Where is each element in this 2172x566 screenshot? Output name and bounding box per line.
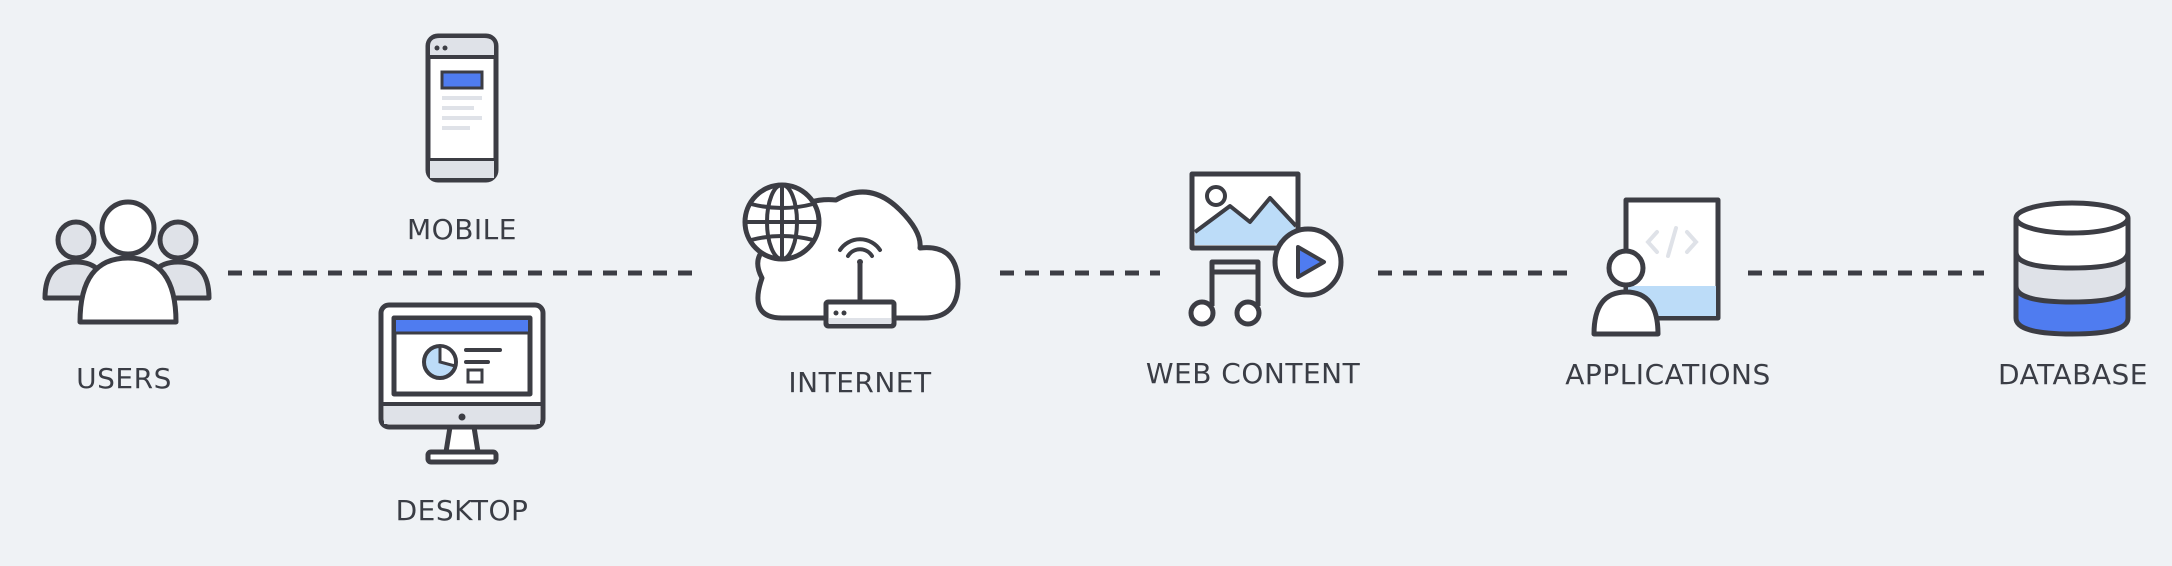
desktop-monitor-icon bbox=[378, 302, 546, 465]
applications-label: APPLICATIONS bbox=[1565, 358, 1771, 391]
developer-app-icon bbox=[1591, 197, 1721, 337]
desktop-label: DESKTOP bbox=[395, 494, 529, 527]
internet-label: INTERNET bbox=[788, 366, 932, 399]
database-icon bbox=[2013, 200, 2131, 337]
database-label: DATABASE bbox=[1998, 358, 2148, 391]
media-content-icon bbox=[1188, 171, 1344, 327]
web-content-label: WEB CONTENT bbox=[1145, 357, 1361, 390]
mobile-phone-icon bbox=[425, 33, 499, 183]
users-label: USERS bbox=[76, 362, 172, 395]
mobile-label: MOBILE bbox=[407, 213, 517, 246]
cloud-router-icon bbox=[742, 182, 961, 329]
users-icon bbox=[42, 199, 212, 325]
